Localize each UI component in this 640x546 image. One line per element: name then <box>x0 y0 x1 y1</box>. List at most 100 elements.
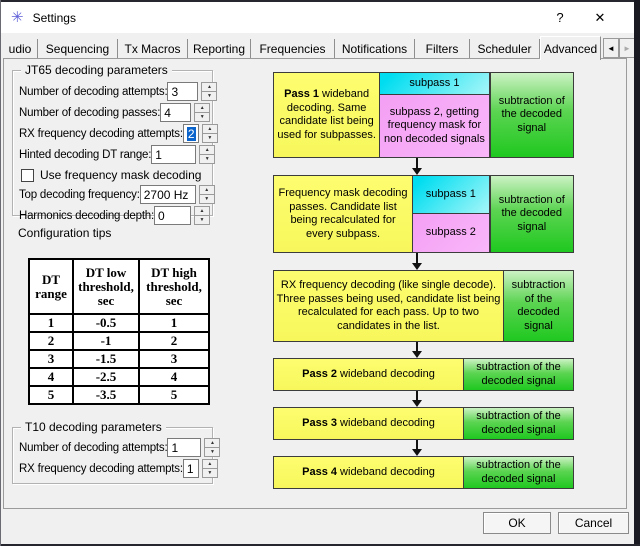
flow-arrow-down-icon <box>411 391 423 407</box>
help-button[interactable]: ? <box>556 10 564 25</box>
freqmask-subpass1-cell: subpass 1 <box>412 175 490 214</box>
screen-edge-top <box>0 0 640 2</box>
tab-reporting[interactable]: Reporting <box>188 39 251 59</box>
jt65-harmonics-label: Harmonics decoding depth: <box>19 209 154 222</box>
pass2-subtraction-cell: subtraction of the decoded signal <box>463 358 574 391</box>
t10-attempts-field[interactable]: 1 <box>167 438 202 457</box>
cell: 4 <box>28 367 74 387</box>
pass1-subpass1-cell: subpass 1 <box>379 72 490 95</box>
t10-rxfreq-field[interactable]: 1 <box>182 459 199 478</box>
pass1-yellow-cell: Pass 1 wideband decoding. Same candidate… <box>273 72 381 158</box>
screen-edge-right <box>634 0 640 546</box>
pass2-yellow-cell: Pass 2 wideband decoding <box>273 358 464 391</box>
jt65-harmonics-field[interactable]: 0 <box>154 206 191 225</box>
tab-scheduler[interactable]: Scheduler <box>470 39 540 59</box>
tab-filters[interactable]: Filters <box>415 39 470 59</box>
close-icon[interactable]: ✕ <box>594 9 606 25</box>
selected-value: 2 <box>186 126 196 141</box>
pass3-subtraction-cell: subtraction of the decoded signal <box>463 407 574 440</box>
spin-down-icon[interactable]: ▼ <box>194 215 210 225</box>
flow-block-pass1: Pass 1 wideband decoding. Same candidate… <box>273 72 574 158</box>
rxfreq-yellow-cell: RX frequency decoding (like single decod… <box>273 270 504 342</box>
pass4-subtraction-cell: subtraction of the decoded signal <box>463 456 574 489</box>
table-row: 3 -1.5 3 <box>28 349 210 369</box>
freqmask-subpass-column: subpass 1 subpass 2 <box>412 175 490 253</box>
pass4-yellow-cell: Pass 4 wideband decoding <box>273 456 464 489</box>
jt65-rxfreq-field[interactable]: 2 <box>182 124 199 143</box>
cell: 2 <box>138 331 210 351</box>
jt65-passes-field[interactable]: 4 <box>160 103 192 122</box>
pass1-subtraction-cell: subtraction of the decoded signal <box>489 72 574 158</box>
cancel-button[interactable]: Cancel <box>558 512 629 534</box>
cell: -1 <box>72 331 140 351</box>
tab-frequencies[interactable]: Frequencies <box>251 39 335 59</box>
freq-mask-checkbox-label: Use frequency mask decoding <box>40 168 202 182</box>
t10-attempts-spinner[interactable]: ▲▼ <box>204 438 221 457</box>
t10-attempts-label: Number of decoding attempts: <box>19 441 168 454</box>
cell: 5 <box>28 385 74 405</box>
spin-down-icon[interactable]: ▼ <box>199 154 216 164</box>
tab-notifications[interactable]: Notifications <box>335 39 415 59</box>
spin-down-icon[interactable]: ▼ <box>201 133 218 143</box>
tab-scroll-right-icon[interactable]: ► <box>619 38 635 58</box>
jt65-topfreq-field[interactable]: 2700 Hz <box>139 185 196 204</box>
flow-block-freqmask: Frequency mask decoding passes. Candidat… <box>273 175 574 253</box>
tab-tx-macros[interactable]: Tx Macros <box>118 39 188 59</box>
jt65-groupbox: JT65 decoding parameters Number of decod… <box>12 63 218 225</box>
freq-mask-checkbox[interactable] <box>21 168 34 182</box>
rxfreq-subtraction-cell: subtraction of the decoded signal <box>503 270 574 342</box>
jt65-passes-spinner[interactable]: ▲▼ <box>194 103 211 122</box>
t10-rxfreq-spinner[interactable]: ▲▼ <box>201 459 218 478</box>
t10-groupbox: T10 decoding parameters Number of decodi… <box>12 420 221 484</box>
pass1-rest: wideband decoding. Same candidate list b… <box>277 88 376 141</box>
tab-sequencing[interactable]: Sequencing <box>38 39 118 59</box>
title-bar: ✳ Settings ? ✕ <box>1 2 634 33</box>
tab-audio[interactable]: udio <box>3 39 38 59</box>
freqmask-yellow-cell: Frequency mask decoding passes. Candidat… <box>273 175 414 253</box>
jt65-hinted-spinner[interactable]: ▲▼ <box>199 145 216 164</box>
jt65-hinted-field[interactable]: 1 <box>151 145 197 164</box>
app-sparkle-icon: ✳ <box>11 9 24 26</box>
flow-arrow-down-icon <box>411 253 423 270</box>
jt65-rxfreq-spinner[interactable]: ▲▼ <box>201 124 218 143</box>
tab-bar: udio Sequencing Tx Macros Reporting Freq… <box>3 36 601 60</box>
spin-down-icon[interactable]: ▼ <box>204 447 221 457</box>
table-header-row: DT range DT low threshold, sec DT high t… <box>28 258 210 315</box>
cell: -3.5 <box>72 385 140 405</box>
flow-arrow-down-icon <box>411 158 423 175</box>
jt65-group-title: JT65 decoding parameters <box>21 63 172 77</box>
jt65-attempts-spinner[interactable]: ▲▼ <box>201 82 218 101</box>
tab-advanced[interactable]: Advanced <box>540 36 601 60</box>
tab-scroll-buttons: ◄ ► <box>603 38 636 58</box>
freqmask-subtraction-cell: subtraction of the decoded signal <box>489 175 574 253</box>
freqmask-subpass2-cell: subpass 2 <box>412 213 490 253</box>
tab-scroll-left-icon[interactable]: ◄ <box>603 38 619 58</box>
jt65-harmonics-spinner[interactable]: ▲▼ <box>194 206 210 225</box>
window-title: Settings <box>32 10 76 25</box>
freq-mask-checkline: Use frequency mask decoding <box>21 168 201 182</box>
ok-button[interactable]: OK <box>483 512 551 534</box>
col-header-dt-range: DT range <box>28 258 74 315</box>
jt65-topfreq-spinner[interactable]: ▲▼ <box>198 185 215 204</box>
jt65-topfreq-label: Top decoding frequency: <box>19 188 140 201</box>
flow-block-rxfreq: RX frequency decoding (like single decod… <box>273 270 574 342</box>
jt65-rxfreq-label: RX frequency decoding attempts: <box>19 127 183 140</box>
pass3-yellow-cell: Pass 3 wideband decoding <box>273 407 464 440</box>
jt65-attempts-field[interactable]: 3 <box>167 82 199 101</box>
cell: 2 <box>28 331 74 351</box>
spin-down-icon[interactable]: ▼ <box>194 112 211 122</box>
cell: -0.5 <box>72 313 140 333</box>
flow-arrow-down-icon <box>411 342 423 358</box>
cell: 1 <box>28 313 74 333</box>
spin-down-icon[interactable]: ▼ <box>201 468 218 478</box>
spin-down-icon[interactable]: ▼ <box>201 91 218 101</box>
pass3-rest: wideband decoding <box>337 416 435 429</box>
table-row: 2 -1 2 <box>28 331 210 351</box>
t10-rxfreq-label: RX frequency decoding attempts: <box>19 462 183 475</box>
spin-down-icon[interactable]: ▼ <box>198 194 215 204</box>
flow-block-pass2: Pass 2 wideband decoding subtraction of … <box>273 358 574 391</box>
pass4-bold: Pass 4 <box>302 465 337 478</box>
cell: 1 <box>138 313 210 333</box>
cell: 3 <box>138 349 210 369</box>
